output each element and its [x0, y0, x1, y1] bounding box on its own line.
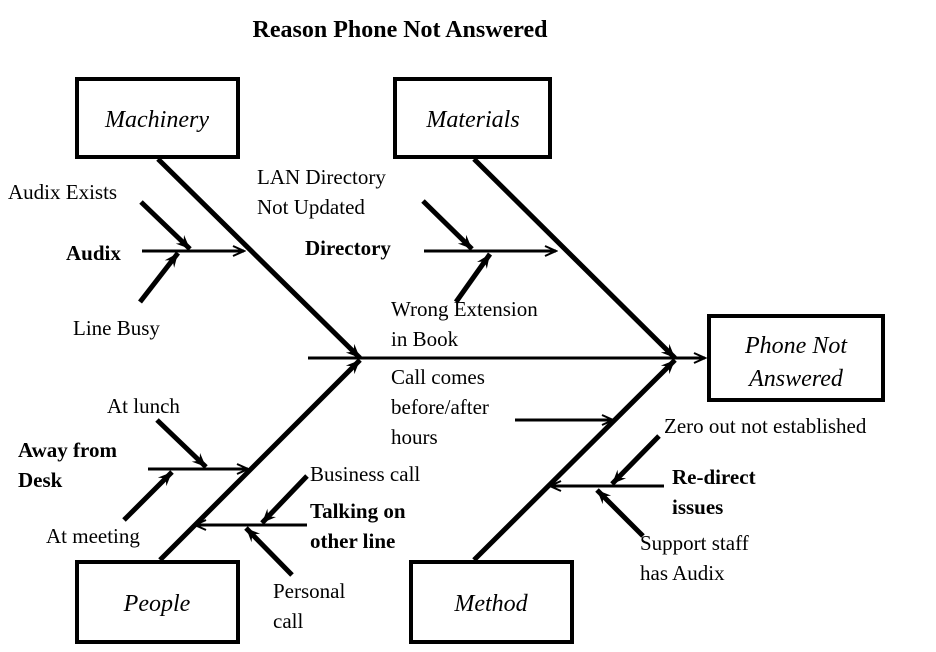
arrow-support-staff: [595, 488, 645, 538]
category-label-method: Method: [453, 591, 528, 617]
arrow-business-call: [260, 474, 309, 525]
diagram-title: Reason Phone Not Answered: [253, 17, 549, 43]
arrow-audix-exists: [139, 200, 192, 251]
category-label-people: People: [123, 591, 191, 617]
sub-cause-away-line2: Desk: [18, 468, 63, 492]
sub-cause-redirect-line2: issues: [672, 495, 723, 519]
cause-at-lunch: At lunch: [107, 394, 180, 418]
category-box-method: Method: [409, 560, 574, 644]
arrow-at-lunch: [155, 418, 208, 469]
cause-business-call: Business call: [310, 462, 420, 486]
sub-cause-redirect-line1: Re-direct: [672, 465, 756, 489]
sub-cause-hours-line2: before/after: [391, 395, 489, 419]
cause-lan-directory-line2: Not Updated: [257, 195, 365, 219]
cause-support-staff-line2: has Audix: [640, 561, 725, 585]
effect-label-line1: Phone Not: [744, 333, 848, 359]
cause-personal-call-line1: Personal: [273, 579, 345, 603]
sub-cause-hours-line3: hours: [391, 425, 438, 449]
cause-wrong-extension-line2: in Book: [391, 327, 459, 351]
cause-wrong-extension-line1: Wrong Extension: [391, 297, 538, 321]
bone-method: [472, 358, 677, 562]
arrow-lan-directory: [421, 199, 474, 251]
cause-audix-exists: Audix Exists: [8, 180, 117, 204]
arrow-wrong-extension: [453, 252, 493, 304]
sub-cause-audix: Audix: [66, 241, 121, 265]
cause-line-busy: Line Busy: [73, 316, 160, 340]
sub-cause-hours-line1: Call comes: [391, 365, 485, 389]
effect-label-line2: Answered: [747, 366, 844, 392]
sub-cause-directory: Directory: [305, 236, 391, 260]
arrow-line-busy: [138, 251, 180, 304]
arrow-at-meeting: [122, 470, 174, 522]
arrow-personal-call: [244, 526, 294, 577]
sub-cause-talking-line1: Talking on: [310, 499, 406, 523]
cause-personal-call-line2: call: [273, 609, 303, 633]
category-box-materials: Materials: [393, 77, 552, 159]
effect-box: Phone Not Answered: [707, 314, 885, 402]
sub-cause-away-line1: Away from: [18, 438, 117, 462]
bone-materials: [472, 157, 677, 360]
cause-lan-directory-line1: LAN Directory: [257, 165, 386, 189]
cause-support-staff-line1: Support staff: [640, 531, 749, 555]
category-label-machinery: Machinery: [104, 107, 209, 133]
cause-zero-out: Zero out not established: [664, 414, 867, 438]
category-box-people: People: [75, 560, 240, 644]
category-label-materials: Materials: [425, 107, 519, 133]
cause-at-meeting: At meeting: [46, 524, 140, 548]
sub-cause-talking-line2: other line: [310, 529, 395, 553]
category-box-machinery: Machinery: [75, 77, 240, 159]
arrow-zero-out: [610, 434, 661, 486]
bone-machinery: [156, 157, 362, 360]
